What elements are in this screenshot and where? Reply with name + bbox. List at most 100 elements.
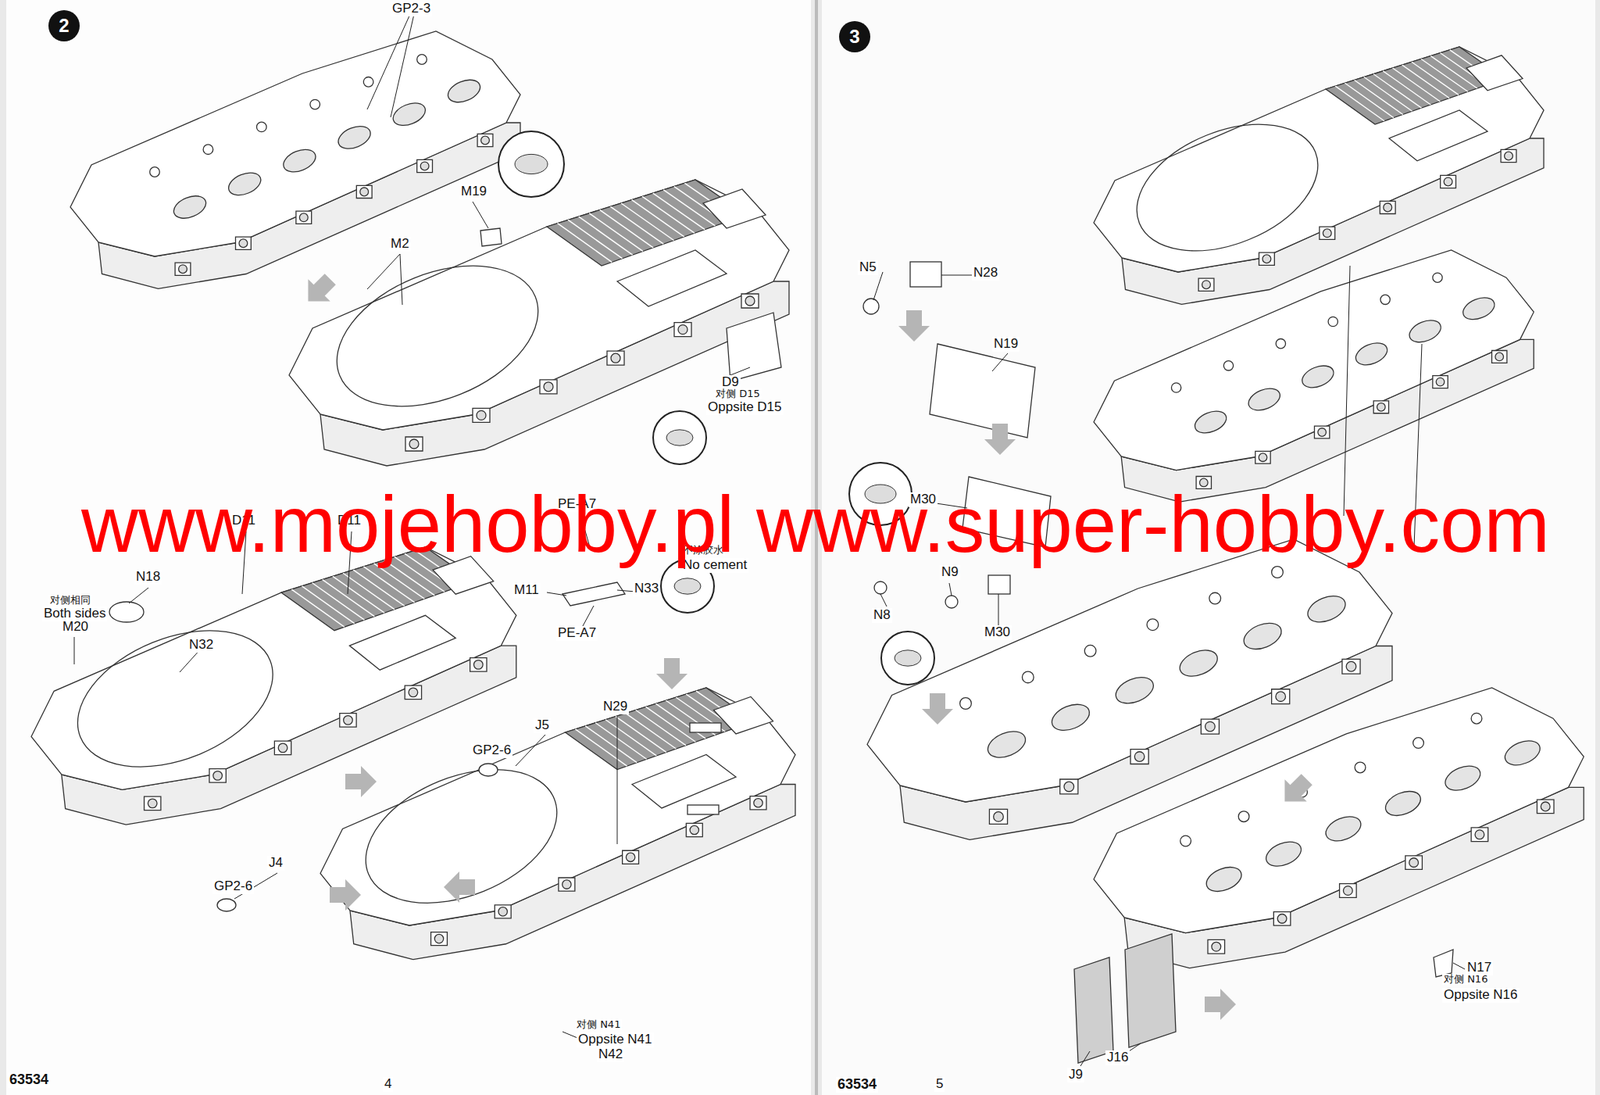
grille-line [1364,77,1413,112]
flow-arrow [898,310,930,342]
detail-part [666,429,693,446]
wheel-station [1440,175,1457,188]
part-label: J9 [1067,1067,1085,1083]
wheel-hub [178,264,188,274]
wheel-station [1198,278,1215,291]
part-label: N17 [1465,960,1493,975]
wheel-hub [1346,660,1357,672]
drain-plug [1354,761,1366,773]
hull-drawing [289,179,790,466]
part-label: M19 [459,184,489,200]
leader-line [472,201,489,229]
wheel-hub [481,135,490,145]
grille-line [621,203,675,241]
grille-line [632,200,685,237]
hatch-panel [1389,110,1488,161]
part-label: N33 [632,581,661,597]
grille-line [656,703,706,738]
flow-arrow [443,871,475,903]
drain-plug [257,121,268,133]
wheel-station [1432,375,1448,389]
part-label: Both sides [42,606,108,622]
flow-arrow [1273,767,1318,813]
grille-line [615,716,667,753]
wheel-hub [1134,751,1145,762]
wheel-hub [1064,781,1075,792]
leader-line [992,353,1008,372]
part-label: Oppsite N16 [1442,987,1520,1003]
wheel-hub [473,660,483,670]
part-label: 对侧 N16 [1442,973,1490,985]
part-label: J5 [533,717,551,733]
torsion-mount [1406,316,1444,347]
wheel-hub [753,798,763,808]
drain-plug [1413,737,1425,749]
watermark: www.mojehobby.pl www.super-hobby.com [81,484,1550,564]
wheel-station [1500,149,1517,162]
grille-line [585,725,637,763]
torsion-mount [389,98,429,130]
part-bracket [1433,949,1454,977]
part-label: N5 [857,260,879,275]
wheel-hub [1342,885,1353,896]
part-label: Oppsite N41 [576,1032,654,1047]
grille-j16 [1125,933,1176,1047]
drain-plug [1146,618,1159,631]
part-label: N9 [939,564,961,580]
grille-line [625,713,676,749]
engine-deck [565,687,755,770]
wheel-station [1255,450,1271,464]
turret-ring [346,742,577,929]
grille-line [557,223,613,263]
drain-plug [1223,360,1233,371]
part-m19 [480,228,502,247]
detail-part [894,650,922,666]
leader-line [546,592,567,596]
wheel-hub [1262,254,1272,264]
torsion-mount [1191,407,1229,438]
wheel-station [209,768,226,783]
part-label: J4 [267,855,285,871]
torsion-mount [280,145,319,177]
part-label: N42 [596,1046,625,1062]
step-number: 2 [48,10,80,42]
part-gp2-6 [478,763,498,776]
part-label: N28 [971,265,1000,281]
drain-plug [1084,644,1097,657]
leader-line [1453,962,1465,969]
grille-line [610,206,664,244]
drain-plug [310,99,321,110]
turret-ring [57,603,293,793]
part-cap [874,581,887,594]
part-cap [945,595,958,608]
grille-line [1382,71,1431,105]
wheel-station [431,932,448,946]
torsion-mount [1501,735,1544,770]
drain-plug [1209,592,1222,604]
leader-line [128,587,149,604]
wheel-hub [678,325,688,335]
part-label: D9 [720,375,741,390]
grille-line [1373,74,1422,108]
part-label: N29 [601,699,629,715]
wheel-station [1314,425,1329,439]
part-label: M2 [389,236,411,252]
hull-deck [31,546,517,790]
hull-deck [320,687,796,925]
wheel-station [1339,883,1358,898]
grille-line [353,569,404,606]
wheel-station [477,133,493,147]
hatch-panel [349,614,456,670]
grille-line [600,210,654,248]
wheel-station [494,904,511,918]
wheel-hub [409,439,419,449]
step-number-text: 3 [849,25,860,48]
drain-plug [1180,835,1192,847]
wheel-station [989,808,1008,824]
leader-line [880,593,887,607]
wheel-hub [278,742,288,753]
grille-line [312,582,365,620]
turret-ring [1117,100,1336,276]
wheel-hub [434,933,443,943]
wheel-station [356,185,372,198]
